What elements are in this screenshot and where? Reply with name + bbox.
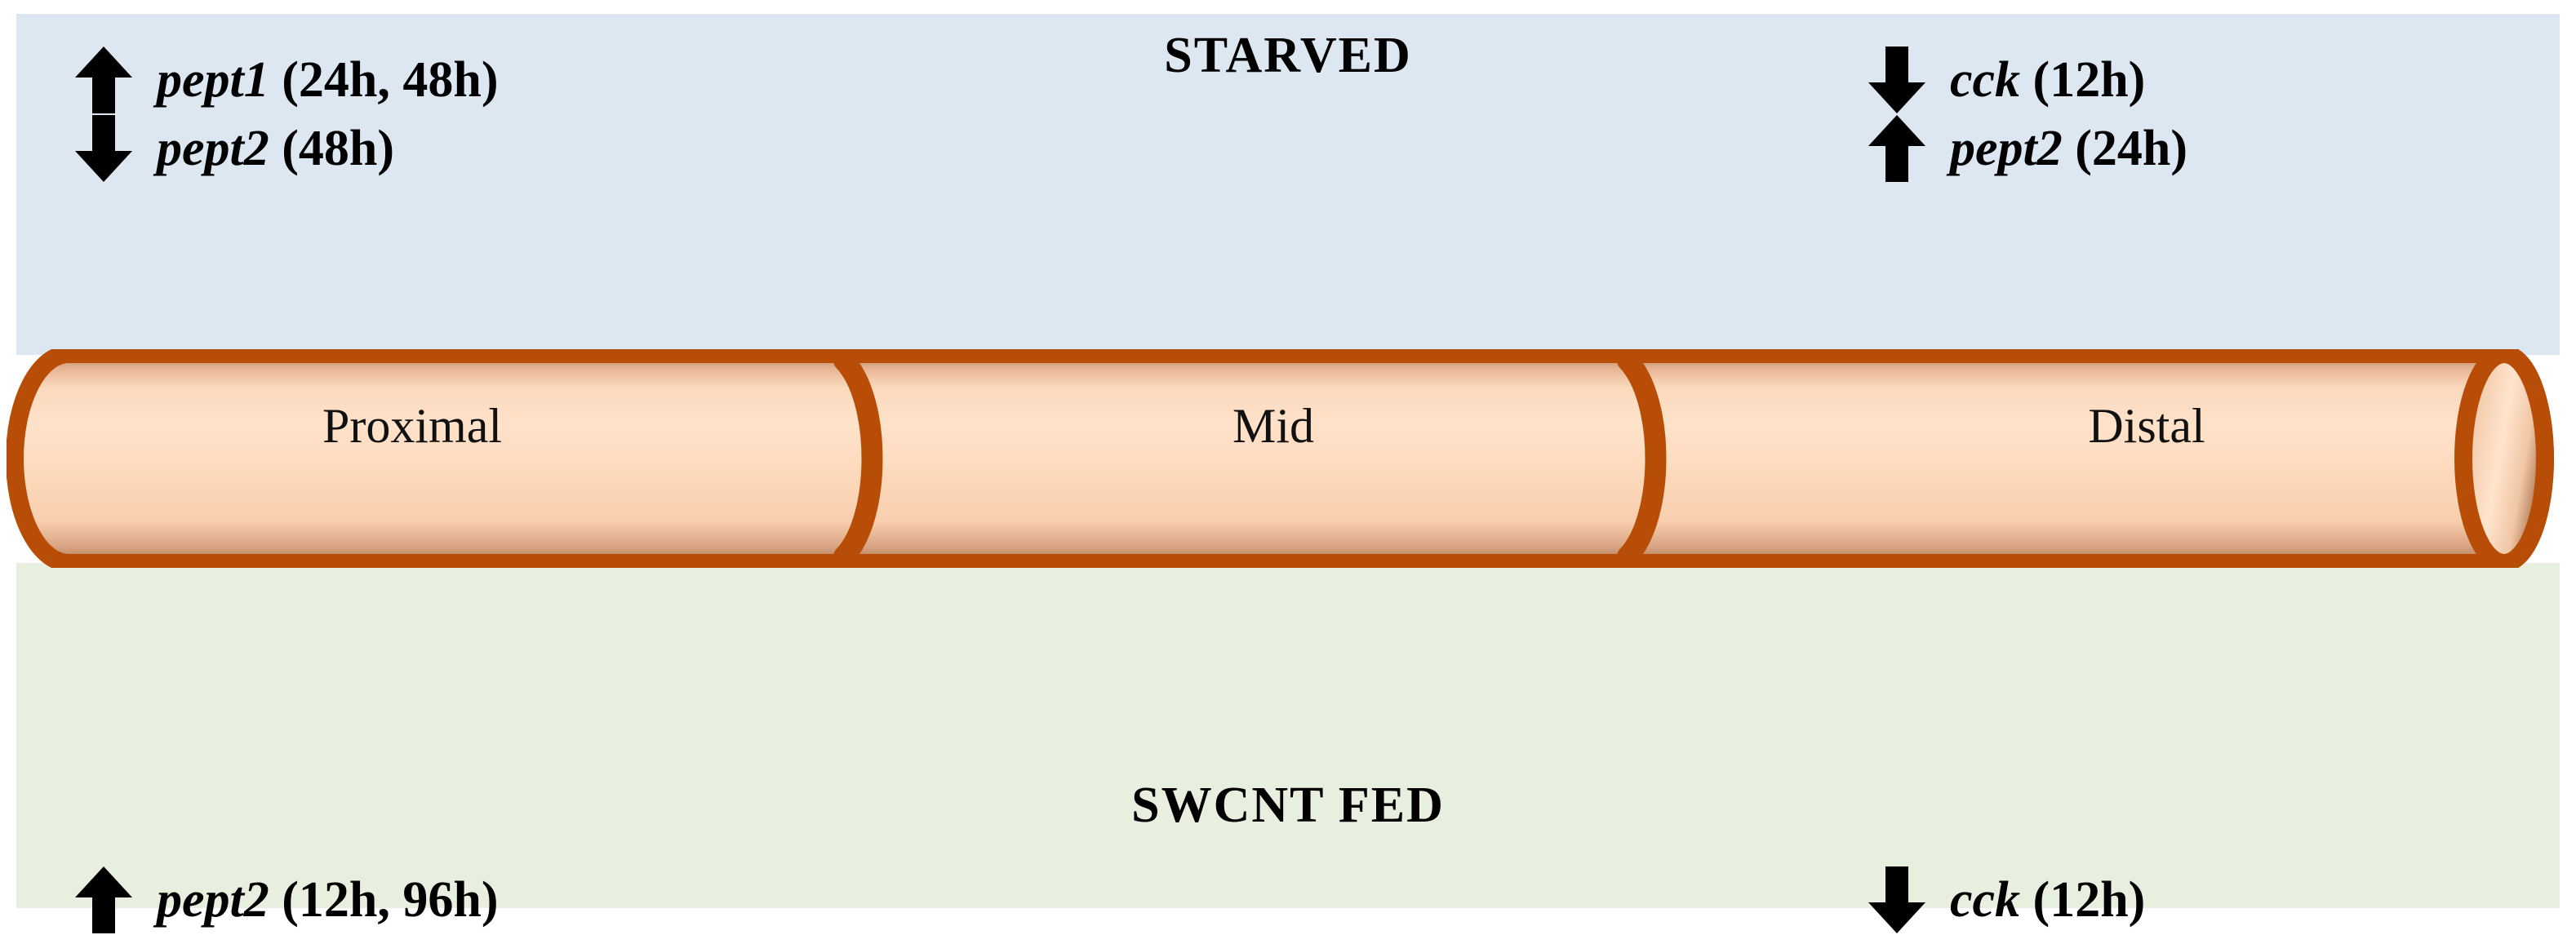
- annotation-fed-distal-cck: cck (12h): [1865, 865, 2145, 935]
- annotation-label: cck (12h): [1950, 875, 2145, 925]
- timepoints: (48h): [282, 121, 395, 176]
- annotation-label: pept1 (24h, 48h): [157, 55, 499, 105]
- gene-name: pept2: [1950, 121, 2063, 176]
- gene-name: pept2: [157, 121, 269, 176]
- timepoints: (12h, 96h): [282, 872, 499, 928]
- annotation-starved-proximal-pept1: pept1 (24h, 48h): [72, 45, 499, 115]
- timepoints: (24h): [2075, 121, 2188, 176]
- timepoints: (12h): [2032, 52, 2146, 108]
- arrow-down-icon: [1865, 865, 1929, 935]
- swcnt-fed-panel: pept2 (12h, 96h) cck (12h) SWCNT FED: [16, 563, 2560, 933]
- annotation-label: cck (12h): [1950, 55, 2145, 105]
- starved-panel-title: STARVED: [1164, 28, 1412, 83]
- arrow-up-icon: [72, 865, 135, 935]
- annotation-starved-distal-cck: cck (12h): [1865, 45, 2145, 115]
- gene-name: cck: [1950, 872, 2021, 928]
- timepoints: (12h): [2032, 872, 2146, 928]
- annotation-fed-proximal-pept2: pept2 (12h, 96h): [72, 865, 499, 935]
- gene-name: pept2: [157, 872, 269, 928]
- intestine-cylinder: [7, 349, 2576, 568]
- arrow-up-icon: [1865, 113, 1929, 184]
- annotation-starved-distal-pept2: pept2 (24h): [1865, 113, 2187, 184]
- swcnt-fed-panel-title: SWCNT FED: [1131, 778, 1445, 833]
- timepoints: (24h, 48h): [282, 52, 499, 108]
- gene-name: pept1: [157, 52, 269, 108]
- arrow-down-icon: [1865, 45, 1929, 115]
- gene-name: cck: [1950, 52, 2021, 108]
- annotation-label: pept2 (24h): [1950, 123, 2187, 174]
- annotation-label: pept2 (12h, 96h): [157, 875, 499, 925]
- annotation-label: pept2 (48h): [157, 123, 394, 174]
- starved-panel: STARVED pept1 (24h, 48h) pept2 (48h): [16, 14, 2560, 355]
- segment-label-mid: Mid: [1232, 399, 1315, 453]
- segment-label-proximal: Proximal: [322, 399, 502, 453]
- annotation-starved-proximal-pept2: pept2 (48h): [72, 113, 394, 184]
- arrow-up-icon: [72, 45, 135, 115]
- segment-label-distal: Distal: [2088, 399, 2205, 453]
- arrow-down-icon: [72, 113, 135, 184]
